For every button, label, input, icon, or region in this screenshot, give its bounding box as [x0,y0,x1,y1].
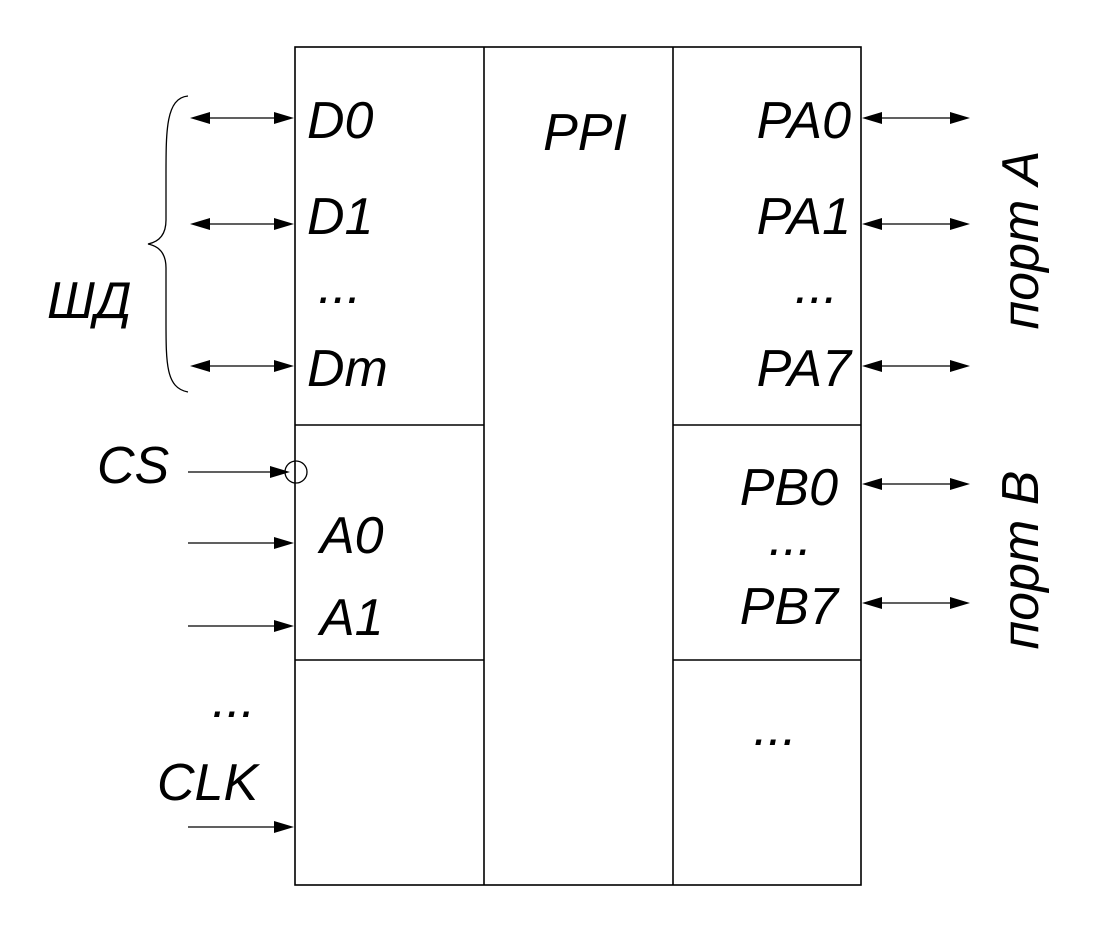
port-a-arrows [862,112,970,372]
chip-name: PPI [543,104,627,162]
pb7-bidir-arrow [862,597,970,609]
data-bus-brace [147,95,189,393]
a1-arrow [188,620,294,632]
pin-a1: A1 [317,589,384,647]
pin-a0: A0 [317,507,384,565]
pin-pa-ellipsis: ... [795,257,838,315]
chip-body [294,46,862,886]
pin-d0: D0 [307,92,374,150]
pin-pa7: PA7 [757,340,854,398]
cs-arrow [188,466,290,478]
pin-dm: Dm [307,340,388,398]
pa1-bidir-arrow [862,218,970,230]
pin-pb7: PB7 [740,578,840,636]
pin-pb0: PB0 [740,459,838,517]
cs-label: CS [97,437,170,495]
port-b-pins: PB0 ... PB7 [740,459,840,636]
cs-inversion-bubble [284,460,308,484]
port-b-label: порт B [992,471,1050,650]
right-more-ellipsis: ... [753,699,796,757]
pin-pa0: PA0 [757,92,852,150]
clk-label: CLK [157,754,260,812]
pin-pb-ellipsis: ... [769,509,812,567]
port-a-label: порт A [992,151,1050,330]
pin-pa1: PA1 [757,188,851,246]
d1-bidir-arrow [190,218,294,230]
pin-d1: D1 [307,188,373,246]
pa0-bidir-arrow [862,112,970,124]
data-bus-label: ШД [47,272,131,330]
pb0-bidir-arrow [862,478,970,490]
data-bus-arrows [190,112,294,372]
a0-arrow [188,537,294,549]
dm-bidir-arrow [190,360,294,372]
chip-outline [294,46,862,886]
port-b-arrows [862,478,970,609]
data-bus-pins: D0 D1 ... Dm [307,92,388,398]
pin-d-ellipsis: ... [318,257,361,315]
d0-bidir-arrow [190,112,294,124]
port-a-pins: PA0 PA1 ... PA7 [757,92,854,398]
pa7-bidir-arrow [862,360,970,372]
clk-arrow [188,821,294,833]
left-misc-ellipsis: ... [212,671,255,729]
